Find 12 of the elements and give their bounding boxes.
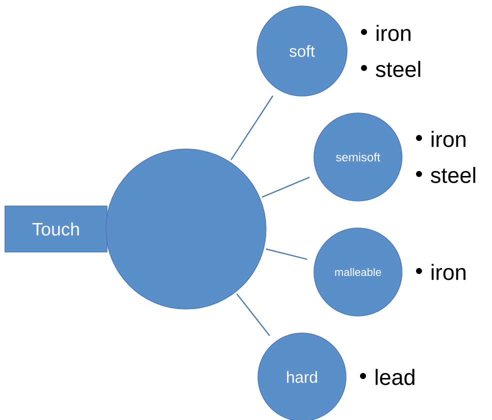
connector-line (236, 293, 270, 336)
list-item: lead (376, 368, 414, 386)
list-item: iron (432, 130, 466, 148)
list-item: iron (432, 264, 466, 280)
label-box: Touch (4, 206, 108, 252)
connector-line (230, 95, 274, 160)
connector-line (262, 176, 310, 198)
connector-line (266, 248, 308, 260)
list-item: iron (376, 24, 410, 42)
circle (106, 148, 266, 310)
list-item: steel (376, 60, 420, 78)
list-item: steel (430, 166, 476, 184)
